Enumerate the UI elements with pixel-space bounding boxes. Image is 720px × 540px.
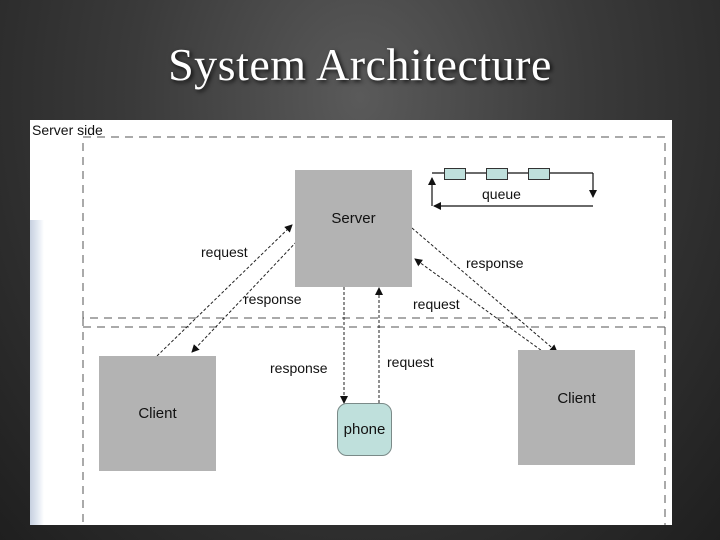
right-request-label: request — [413, 296, 460, 312]
edge-right-request — [414, 258, 550, 357]
queue-label: queue — [482, 186, 521, 202]
edge-right-response — [411, 227, 558, 353]
queue-cell — [528, 168, 550, 180]
architecture-diagram: Server side Server Client Client phone q… — [30, 120, 672, 525]
queue-cell — [444, 168, 466, 180]
section-label: Server side — [32, 122, 103, 138]
phone-request-label: request — [387, 354, 434, 370]
phone-node: phone — [337, 403, 392, 456]
phone-response-label: response — [270, 360, 328, 376]
decorative-strip — [30, 220, 44, 525]
client-right-node: Client — [518, 350, 635, 465]
left-request-label: request — [201, 244, 248, 260]
left-response-label: response — [244, 291, 302, 307]
client-left-node: Client — [99, 356, 216, 471]
slide-title: System Architecture — [168, 39, 552, 90]
edge-left-response — [191, 237, 301, 353]
queue-cell — [486, 168, 508, 180]
server-node: Server — [295, 170, 412, 287]
server-side-boundary — [82, 136, 666, 319]
edge-left-request — [156, 224, 293, 357]
right-response-label: response — [466, 255, 524, 271]
